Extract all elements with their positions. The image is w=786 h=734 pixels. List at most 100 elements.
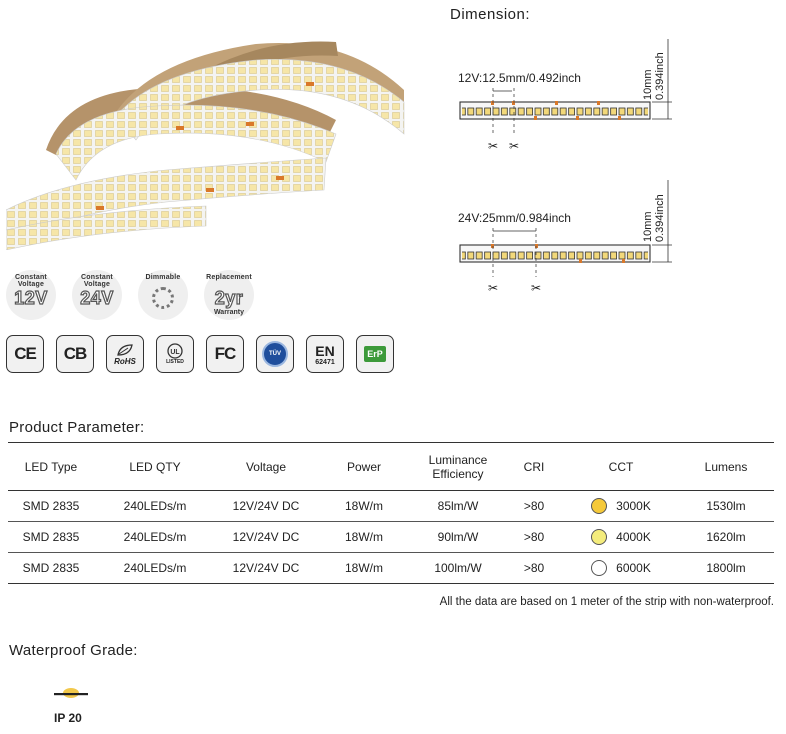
header-led-type: LED Type: [8, 442, 94, 491]
dimmer-icon: [152, 287, 174, 309]
badge-warranty-value: 2yr: [214, 287, 244, 308]
waterproof-grade-title: Waterproof Grade:: [9, 642, 138, 659]
en-62471-icon: EN 62471: [306, 335, 344, 373]
table-header-row: LED Type LED QTY Voltage Power Luminance…: [8, 442, 774, 491]
cell-efficiency: 100lm/W: [412, 552, 504, 584]
ce-text: CE: [14, 344, 37, 363]
en-number: 62471: [315, 358, 335, 366]
header-led-qty: LED QTY: [94, 442, 216, 491]
en-text: EN: [315, 342, 335, 359]
badge-warranty-caption2: Warranty: [213, 309, 245, 316]
erp-text: ErP: [364, 346, 386, 362]
cell-voltage: 12V/24V DC: [216, 552, 316, 584]
dim-height-inch: 0.394inch: [654, 52, 666, 100]
erp-mark-icon: ErP: [356, 335, 394, 373]
dim-12v-label: 12V:12.5mm/0.492inch: [458, 71, 581, 85]
table-row: SMD 2835 240LEDs/m 12V/24V DC 18W/m 85lm…: [8, 490, 774, 522]
cell-cct: 4000K: [564, 521, 678, 553]
cell-lumens: 1620lm: [678, 521, 774, 553]
strip-24v-leds: [462, 248, 648, 260]
cct-color-swatch: [591, 529, 608, 545]
cb-mark-icon: CB: [56, 335, 94, 373]
strip-12v-resistors: [491, 101, 621, 120]
ip20-strip-icon: [54, 688, 88, 698]
cct-value: 4000K: [616, 530, 651, 544]
badge-24v: Constant Voltage 24V: [72, 270, 122, 320]
cell-led-qty: 240LEDs/m: [94, 490, 216, 522]
strip-24v-resistors: [491, 244, 625, 263]
led-strip-photo: [6, 41, 405, 250]
cb-text: CB: [63, 344, 88, 363]
ce-mark-icon: CE: [6, 335, 44, 373]
table-row: SMD 2835 240LEDs/m 12V/24V DC 18W/m 100l…: [8, 552, 774, 584]
cell-power: 18W/m: [316, 490, 412, 522]
cell-lumens: 1530lm: [678, 490, 774, 522]
cell-cri: >80: [504, 490, 564, 522]
strip-12v-leds: [462, 105, 648, 117]
fc-text: FC: [214, 344, 237, 363]
badge-12v: Constant Voltage 12V: [6, 270, 56, 320]
cell-cri: >80: [504, 552, 564, 584]
header-cri: CRI: [504, 442, 564, 491]
header-cct: CCT: [564, 442, 678, 491]
spec-badges: Constant Voltage 12V Constant Voltage 24…: [6, 270, 254, 320]
cell-cri: >80: [504, 521, 564, 553]
cell-cct: 3000K: [564, 490, 678, 522]
cct-color-swatch: [591, 498, 608, 514]
cct-color-swatch: [591, 560, 608, 576]
header-lumens: Lumens: [678, 442, 774, 491]
dim-height-inch: 0.394inch: [654, 194, 666, 242]
badge-12v-value: 12V: [14, 287, 48, 308]
scissors-icon: ✂: [488, 281, 498, 294]
cell-efficiency: 85lm/W: [412, 490, 504, 522]
dimension-title: Dimension:: [450, 6, 531, 23]
header-voltage: Voltage: [216, 442, 316, 491]
header-power: Power: [316, 442, 412, 491]
cell-power: 18W/m: [316, 552, 412, 584]
badge-warranty-caption: Replacement: [206, 274, 252, 281]
scissors-icon: ✂: [531, 281, 541, 294]
scissors-icon: ✂: [488, 139, 498, 153]
cell-cct: 6000K: [564, 552, 678, 584]
badge-24v-caption: Constant Voltage: [81, 274, 113, 288]
cct-value: 6000K: [616, 561, 651, 575]
dim-24v-label: 24V:25mm/0.984inch: [458, 211, 571, 225]
badge-24v-value: 24V: [80, 287, 114, 308]
badge-dimmable: Dimmable: [138, 270, 188, 320]
cell-led-type: SMD 2835: [8, 490, 94, 522]
scissors-icon: ✂: [509, 139, 519, 153]
dim-height-mm: 10mm: [642, 211, 654, 242]
fc-mark-icon: FC: [206, 335, 244, 373]
cell-voltage: 12V/24V DC: [216, 521, 316, 553]
cell-lumens: 1800lm: [678, 552, 774, 584]
ul-circle-icon: UL: [167, 343, 183, 359]
dimension-drawing: 12V:12.5mm/0.492inch ✂ ✂ 10mm 0.394inch …: [458, 39, 672, 294]
rohs-text: RoHS: [114, 356, 136, 366]
ip-grade-label: IP 20: [54, 711, 82, 725]
tuv-text: TÜV: [269, 351, 281, 357]
certification-badges: CE CB RoHS UL LISTED FC TÜV EN 62471 ErP: [6, 335, 394, 373]
cell-led-qty: 240LEDs/m: [94, 552, 216, 584]
header-luminance-line: Luminance: [428, 452, 488, 467]
dim-height-mm: 10mm: [642, 69, 654, 100]
tuv-mark-icon: TÜV: [256, 335, 294, 373]
header-efficiency: Luminance Efficiency: [412, 442, 504, 491]
cell-led-type: SMD 2835: [8, 521, 94, 553]
badge-warranty: Replacement 2yr Warranty: [204, 270, 254, 320]
ul-text: LISTED: [166, 359, 184, 365]
ul-listed-icon: UL LISTED: [156, 335, 194, 373]
cell-efficiency: 90lm/W: [412, 521, 504, 553]
rohs-icon: RoHS: [106, 335, 144, 373]
leaf-icon: [117, 343, 133, 356]
badge-dimmable-caption: Dimmable: [145, 274, 181, 281]
svg-text:UL: UL: [170, 349, 180, 356]
table-footnote: All the data are based on 1 meter of the…: [439, 596, 774, 608]
cell-led-qty: 240LEDs/m: [94, 521, 216, 553]
cell-power: 18W/m: [316, 521, 412, 553]
cct-value: 3000K: [616, 499, 651, 513]
badge-12v-caption: Constant Voltage: [15, 274, 47, 288]
cell-voltage: 12V/24V DC: [216, 490, 316, 522]
cell-led-type: SMD 2835: [8, 552, 94, 584]
product-parameter-title: Product Parameter:: [9, 419, 145, 436]
product-parameter-table: LED Type LED QTY Voltage Power Luminance…: [8, 442, 774, 584]
